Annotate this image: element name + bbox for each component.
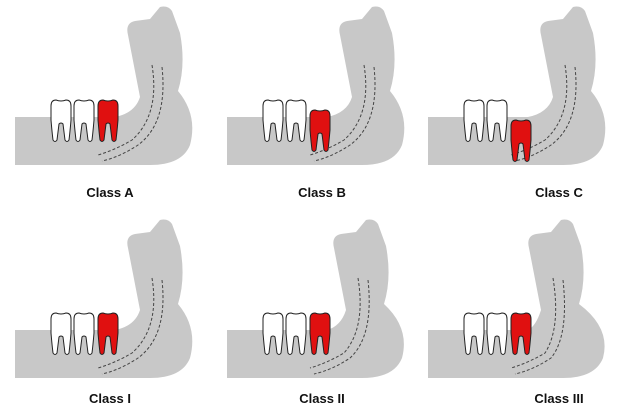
jaw-diagram-class-b <box>222 5 422 175</box>
caption-class-ii: Class II <box>222 391 422 406</box>
jaw-diagram-class-iii <box>423 218 623 388</box>
panel-class-iii: Class III <box>423 218 623 413</box>
jaw-diagram-class-i <box>10 218 210 388</box>
caption-class-b: Class B <box>222 185 422 200</box>
caption-class-i: Class I <box>10 391 210 406</box>
panel-class-ii: Class II <box>222 218 422 413</box>
panel-class-a: Class A <box>10 5 210 200</box>
caption-class-a: Class A <box>10 185 210 200</box>
caption-class-iii: Class III <box>459 391 628 406</box>
jaw-diagram-class-c <box>423 5 623 175</box>
panel-class-i: Class I <box>10 218 210 413</box>
jaw-diagram-class-a <box>10 5 210 175</box>
panel-class-b: Class B <box>222 5 422 200</box>
panel-class-c: Class C <box>423 5 623 200</box>
jaw-diagram-class-ii <box>222 218 422 388</box>
caption-class-c: Class C <box>459 185 628 200</box>
